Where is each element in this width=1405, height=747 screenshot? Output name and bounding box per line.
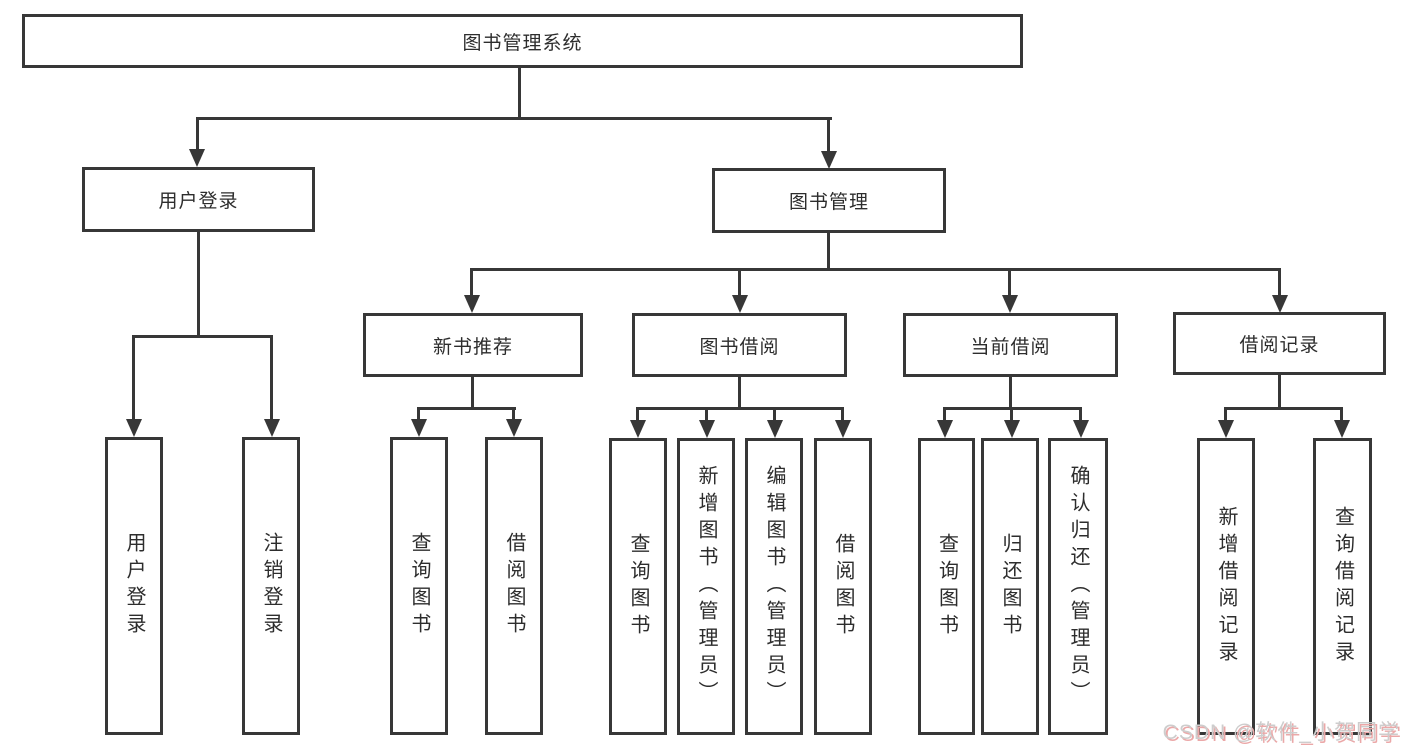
node-leaf-br-add: 新增借阅记录: [1197, 438, 1255, 735]
arrow-down-icon: [699, 420, 715, 438]
connector-line: [773, 407, 776, 424]
arrow-down-icon: [937, 420, 953, 438]
connector-line: [196, 117, 199, 152]
node-leaf-cb-confirm: 确认归还（管理员）: [1048, 438, 1108, 735]
arrow-down-icon: [630, 420, 646, 438]
node-leaf-br-query: 查询借阅记录: [1313, 438, 1372, 735]
connector-line: [471, 268, 1281, 271]
arrow-down-icon: [1004, 420, 1020, 438]
connector-line: [417, 407, 420, 423]
watermark: CSDN @软件_小贺同学: [1162, 721, 1400, 744]
connector-line: [196, 117, 832, 120]
arrow-down-icon: [464, 295, 480, 313]
connector-line: [636, 407, 639, 424]
node-leaf-bb-add: 新增图书（管理员）: [677, 438, 735, 735]
node-leaf-bb-edit: 编辑图书（管理员）: [745, 438, 803, 735]
arrow-down-icon: [1272, 295, 1288, 313]
connector-line: [827, 233, 830, 271]
node-leaf-bb-borrow: 借阅图书: [814, 438, 872, 735]
node-book-mgmt: 图书管理: [712, 168, 946, 233]
node-leaf-nb-query: 查询图书: [390, 437, 448, 735]
connector-line: [637, 407, 844, 410]
connector-line: [470, 268, 473, 298]
node-leaf-bb-add-label: 新增图书（管理员）: [695, 465, 717, 708]
connector-line: [197, 232, 200, 338]
connector-line: [1225, 407, 1343, 410]
node-borrow-records: 借阅记录: [1173, 312, 1386, 375]
connector-line: [270, 335, 273, 421]
connector-line: [418, 407, 516, 410]
connector-line: [1278, 375, 1281, 410]
arrow-down-icon: [1218, 420, 1234, 438]
node-current-borrow-label: 当前借阅: [970, 336, 1051, 358]
arrow-down-icon: [411, 419, 427, 437]
node-leaf-bb-query: 查询图书: [609, 438, 667, 735]
connector-line: [1079, 407, 1082, 424]
arrow-down-icon: [1002, 295, 1018, 313]
node-borrow-records-label: 借阅记录: [1239, 335, 1320, 356]
arrow-down-icon: [264, 419, 280, 437]
connector-line: [518, 68, 521, 120]
connector-line: [471, 377, 474, 410]
arrow-down-icon: [189, 149, 205, 167]
node-book-mgmt-label: 图书管理: [788, 192, 869, 213]
connector-line: [133, 335, 273, 338]
connector-line: [512, 407, 515, 423]
arrow-down-icon: [1334, 420, 1350, 438]
node-leaf-logout-label: 注销登录: [260, 532, 282, 640]
node-leaf-cb-query: 查询图书: [918, 438, 975, 735]
connector-line: [738, 268, 741, 298]
node-book-borrow: 图书借阅: [632, 313, 847, 377]
node-leaf-logout: 注销登录: [242, 437, 300, 735]
connector-line: [1224, 407, 1227, 424]
node-user-login-label: 用户登录: [158, 191, 239, 212]
node-leaf-user-login-label: 用户登录: [123, 532, 145, 640]
node-leaf-bb-query-label: 查询图书: [627, 532, 649, 641]
node-leaf-cb-return-label: 归还图书: [999, 532, 1021, 641]
node-root: 图书管理系统: [22, 14, 1023, 68]
connector-line: [841, 407, 844, 424]
node-leaf-cb-confirm-label: 确认归还（管理员）: [1067, 465, 1089, 708]
node-current-borrow: 当前借阅: [903, 313, 1118, 377]
node-user-login: 用户登录: [82, 167, 315, 232]
connector-line: [1340, 407, 1343, 424]
arrow-down-icon: [126, 419, 142, 437]
arrow-down-icon: [821, 151, 837, 169]
node-leaf-br-query-label: 查询借阅记录: [1331, 505, 1354, 668]
node-leaf-nb-query-label: 查询图书: [408, 532, 430, 640]
arrow-down-icon: [732, 295, 748, 313]
arrow-down-icon: [767, 420, 783, 438]
connector-line: [1278, 268, 1281, 298]
connector-line: [1008, 268, 1011, 298]
node-book-borrow-label: 图书借阅: [699, 336, 780, 358]
connector-line: [738, 377, 741, 410]
connector-line: [1010, 407, 1013, 424]
connector-line: [705, 407, 708, 424]
connector-line: [944, 407, 1082, 410]
node-leaf-bb-borrow-label: 借阅图书: [832, 532, 854, 641]
arrow-down-icon: [506, 419, 522, 437]
node-leaf-cb-return: 归还图书: [981, 438, 1039, 735]
node-root-label: 图书管理系统: [462, 32, 583, 54]
connector-line: [943, 407, 946, 424]
connector-line: [132, 335, 135, 421]
arrow-down-icon: [835, 420, 851, 438]
arrow-down-icon: [1073, 420, 1089, 438]
node-new-books-label: 新书推荐: [432, 336, 513, 358]
connector-line: [1009, 377, 1012, 410]
node-leaf-bb-edit-label: 编辑图书（管理员）: [763, 465, 785, 708]
node-new-books: 新书推荐: [363, 313, 583, 377]
node-leaf-nb-borrow: 借阅图书: [485, 437, 543, 735]
connector-line: [827, 117, 830, 153]
node-leaf-br-add-label: 新增借阅记录: [1215, 505, 1237, 668]
node-leaf-user-login: 用户登录: [105, 437, 163, 735]
node-leaf-nb-borrow-label: 借阅图书: [503, 532, 525, 640]
node-leaf-cb-query-label: 查询图书: [935, 532, 958, 641]
